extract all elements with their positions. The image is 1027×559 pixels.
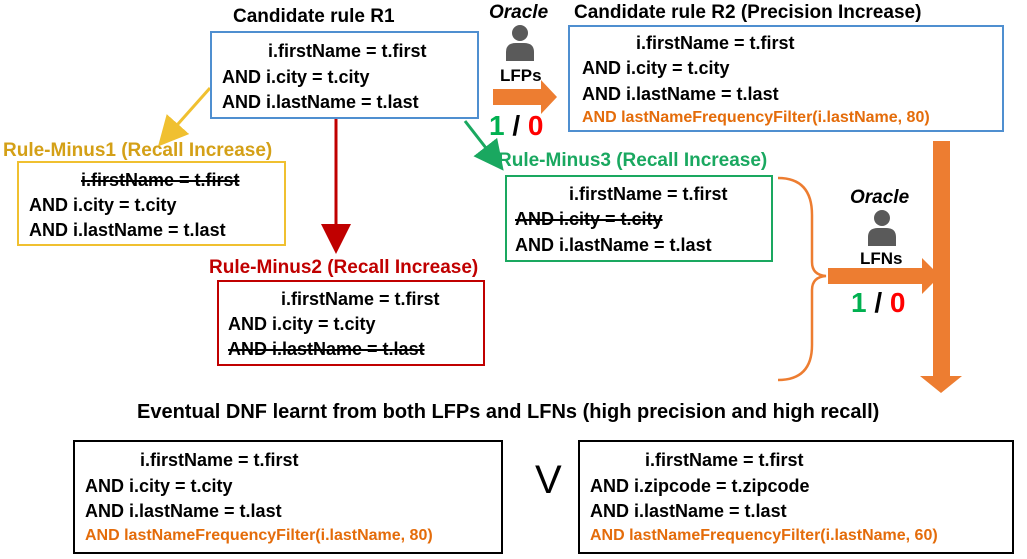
rule-minus2-box: i.firstName = t.first AND i.city = t.cit… [217,280,485,366]
dnf-heading: Eventual DNF learnt from both LFPs and L… [137,401,880,423]
minus3-line-2-struck: AND i.city = t.city [515,209,663,229]
dnf-right-line-3: AND i.lastName = t.last [590,501,787,521]
oracle-1-bad: 0 [527,110,544,141]
minus2-line-1: i.firstName = t.first [281,289,440,309]
minus3-title: Rule-Minus3 (Recall Increase) [498,150,768,171]
r2-title: Candidate rule R2 (Precision Increase) [574,2,922,23]
minus1-line-2: AND i.city = t.city [29,195,177,215]
r1-title: Candidate rule R1 [233,6,395,27]
dnf-left-line-3: AND i.lastName = t.last [85,501,282,521]
arrow-r2-down [920,141,962,393]
arrow-r1-to-r2 [493,80,557,114]
dnf-left-line-4-filter: AND lastNameFrequencyFilter(i.lastName, … [85,527,433,544]
oracle-1-sep: / [512,110,521,141]
oracle-1-label: Oracle [489,2,549,23]
minus3-line-3: AND i.lastName = t.last [515,235,712,255]
oracle-2-bad: 0 [889,287,906,318]
r1-line-3: AND i.lastName = t.last [222,92,419,112]
oracle-1-score: 1 / 0 [489,110,544,142]
bracket-minus-rules [777,176,827,382]
arrow-r1-to-minus3 [463,120,504,171]
candidate-rule-r1-box: i.firstName = t.first AND i.city = t.cit… [210,31,479,119]
arrow-lfns-to-eventual [828,258,940,294]
candidate-rule-r2-box: i.firstName = t.first AND i.city = t.cit… [568,25,1004,132]
r1-line-1: i.firstName = t.first [268,41,427,61]
dnf-right-line-2: AND i.zipcode = t.zipcode [590,476,810,496]
minus2-line-3-struck: AND i.lastName = t.last [228,339,425,359]
minus1-line-3: AND i.lastName = t.last [29,220,226,240]
r2-line-3: AND i.lastName = t.last [582,84,779,104]
r2-line-2: AND i.city = t.city [582,58,730,78]
or-symbol: V [535,458,562,502]
dnf-right-line-4-filter: AND lastNameFrequencyFilter(i.lastName, … [590,527,938,544]
oracle-1-good: 1 [489,110,505,141]
dnf-right-line-1: i.firstName = t.first [645,450,804,470]
oracle-2-sep: / [874,287,883,318]
minus3-line-1: i.firstName = t.first [569,184,728,204]
minus1-line-1-struck: i.firstName = t.first [81,170,240,190]
person-icon [868,210,896,246]
oracle-2-score: 1 / 0 [851,287,906,319]
r2-line-4-filter: AND lastNameFrequencyFilter(i.lastName, … [582,109,930,126]
dnf-left-line-2: AND i.city = t.city [85,476,233,496]
minus2-title: Rule-Minus2 (Recall Increase) [209,257,479,278]
oracle-1-lfps-label: LFPs [500,66,542,85]
person-icon [506,25,534,61]
rule-minus1-box: i.firstName = t.first AND i.city = t.cit… [17,161,286,246]
r1-line-2: AND i.city = t.city [222,67,370,87]
minus2-line-2: AND i.city = t.city [228,314,376,334]
dnf-left-line-1: i.firstName = t.first [140,450,299,470]
oracle-2-label: Oracle [850,187,910,208]
r2-line-1: i.firstName = t.first [636,33,795,53]
oracle-2-good: 1 [851,287,867,318]
rule-minus3-box: i.firstName = t.first AND i.city = t.cit… [505,175,773,262]
oracle-2-lfns-label: LFNs [860,249,903,268]
dnf-left-box: i.firstName = t.first AND i.city = t.cit… [73,440,503,554]
dnf-right-box: i.firstName = t.first AND i.zipcode = t.… [578,440,1014,554]
minus1-title: Rule-Minus1 (Recall Increase) [3,140,273,161]
arrow-r1-to-minus1 [158,87,212,147]
